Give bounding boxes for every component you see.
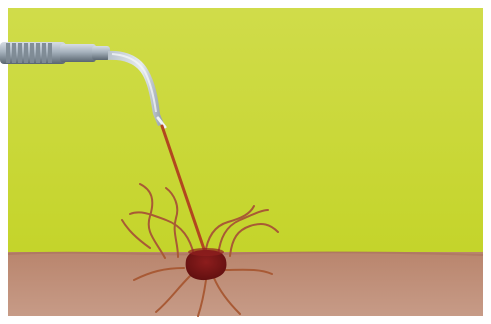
skin-layer (8, 252, 483, 316)
